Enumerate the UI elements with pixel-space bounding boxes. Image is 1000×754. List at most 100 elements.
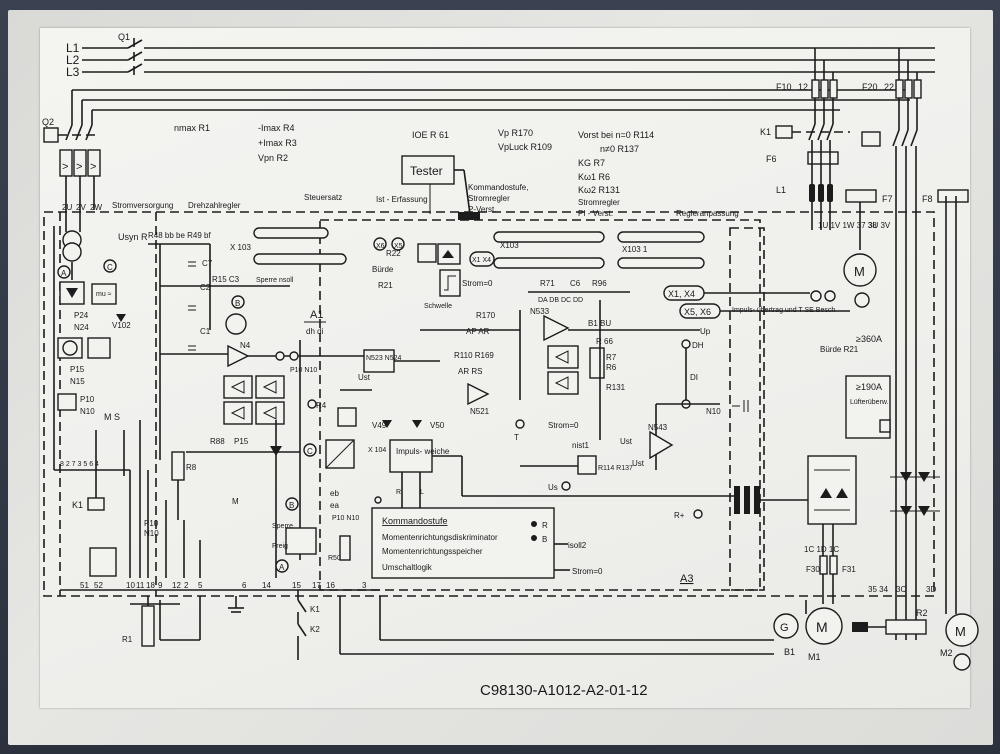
svg-text:A: A [279, 563, 285, 572]
bottom-terminals: 51 52 10 11 18 9 12 2 5 6 14 15 17 16 3 … [60, 581, 774, 660]
v49-label: V49 [372, 421, 387, 430]
us-label: Us [548, 483, 558, 492]
svg-text:C1: C1 [200, 327, 211, 336]
di-label: DI [690, 373, 698, 382]
svg-text:AP AR: AP AR [466, 327, 490, 336]
svg-text:eb: eb [330, 489, 339, 498]
section-stromregler: Stromregler [468, 194, 510, 203]
n24-label: N24 [74, 323, 89, 332]
v50-label: V50 [430, 421, 445, 430]
pot-vorst2: n≠0 R137 [600, 144, 639, 154]
svg-text:1C 1D 1C: 1C 1D 1C [804, 545, 839, 554]
svg-text:M: M [232, 497, 239, 506]
p10-low-label: P10 [144, 519, 159, 528]
up-label: Up [700, 327, 711, 336]
svg-text:X1 X4: X1 X4 [472, 257, 491, 264]
svg-text:P10 N10: P10 N10 [332, 515, 359, 522]
f8-label: F8 [922, 194, 933, 204]
r114-label: R114 R137 [598, 465, 633, 472]
ms-label: M S [104, 412, 120, 422]
p10-label: P10 [80, 395, 95, 404]
power-supply-section: A mu ≈ P24 N24 V102 P15 N15 P10 N10 M S … [53, 210, 148, 577]
svg-text:C7: C7 [202, 259, 213, 268]
pot-vpluck: VpLuck R109 [498, 142, 552, 152]
svg-text:R+: R+ [674, 511, 685, 520]
pot-vorst1: Vorst bei n=0 R114 [578, 130, 654, 140]
svg-text:C: C [107, 263, 113, 272]
pot-nmax: nmax R1 [174, 123, 210, 133]
svg-text:3C: 3C [896, 585, 906, 594]
a3-label: A3 [680, 573, 693, 585]
svg-text:M: M [854, 264, 865, 279]
buerde-label: Bürde R21 [820, 345, 859, 354]
svg-text:R: R [396, 489, 401, 496]
tester-label: Tester [410, 164, 443, 178]
impuls-uebertrag-label: Impuls- übertrag und T SE Besch [732, 307, 835, 314]
svg-text:R 66: R 66 [596, 337, 613, 346]
f6-label: F6 [766, 154, 777, 164]
n533-label: N533 [530, 307, 550, 316]
svg-text:R4: R4 [316, 401, 327, 410]
svg-text:8 2 7 3 5 6 4: 8 2 7 3 5 6 4 [60, 461, 99, 468]
kommandostufe-isoll2: isoll2 [568, 541, 587, 550]
svg-text:M: M [955, 624, 966, 639]
n4-label: N4 [240, 341, 251, 350]
svg-text:Ust: Ust [632, 459, 645, 468]
n10-label: N10 [80, 407, 95, 416]
terminal-12: 12 [172, 581, 181, 590]
svg-text:>: > [62, 161, 68, 173]
svg-text:1U 1V 1W 37 38: 1U 1V 1W 37 38 [818, 221, 877, 230]
strom0-top-label: Strom=0 [462, 279, 493, 288]
r50-label: R50 [328, 555, 341, 562]
svg-text:3D: 3D [926, 585, 936, 594]
svg-text:R7: R7 [606, 353, 617, 362]
pot-kw1: Kω1 R6 [578, 172, 610, 182]
ust-label: Ust [358, 373, 371, 382]
k1-left-label: K1 [72, 500, 83, 510]
impulsweiche-label: Impuls- weiche [396, 447, 450, 456]
sperre-label: Sperre [272, 523, 293, 530]
svg-text:3U 3V: 3U 3V [868, 221, 891, 230]
fuse-f10-label: F10 [776, 82, 792, 92]
terminal-51: 51 [80, 581, 89, 590]
terminal-3: 3 [362, 581, 367, 590]
section-drehzahlregler: Drehzahlregler [188, 201, 241, 210]
section-pi-verst: PI - Verst. [578, 209, 613, 218]
command-stage-block: Kommandostufe Momentenrichtungsdiskrimin… [371, 507, 693, 585]
drawing-number: C98130-A1012-A2-01-12 [480, 682, 648, 699]
gate-control-section: X6 X5 R22 Bürde R21 Schwelle X1 X4 Strom… [272, 237, 734, 573]
terminal-2u: 2U [62, 203, 72, 212]
terminal-52: 52 [94, 581, 103, 590]
svg-text:R110 R169: R110 R169 [454, 351, 494, 360]
terminal-14: 14 [262, 581, 271, 590]
p24-label: P24 [74, 311, 89, 320]
svg-text:B: B [289, 501, 294, 510]
svg-text:R131: R131 [606, 383, 626, 392]
svg-text:ea: ea [330, 501, 339, 510]
a1-label: A1 [310, 309, 323, 321]
section-ist-erfassung: Ist - Erfassung [376, 195, 428, 204]
svg-text:35 34: 35 34 [868, 585, 889, 594]
kommandostufe-line2: Momentenrichtungsspeicher [382, 547, 483, 556]
n523-label: N523 N524 [366, 355, 402, 362]
n543-label: N543 [648, 423, 668, 432]
schwelle-label: Schwelle [424, 303, 452, 310]
pot-kg: KG R7 [578, 158, 605, 168]
terminal-2v: 2V [76, 203, 86, 212]
svg-text:B: B [235, 299, 240, 308]
svg-text:Ust: Ust [620, 437, 633, 446]
tester-block: Tester [401, 155, 480, 220]
r360-label: ≥360A [856, 334, 882, 344]
current-controller-section: R71 C6 R96 DA DB DC DD N533 B1 BU R 66 R… [520, 279, 835, 520]
strom0-mid-label: Strom=0 [548, 421, 579, 430]
kommandostufe-line3: Umschaltlogik [382, 563, 433, 572]
r1-label: R1 [122, 635, 133, 644]
pot-vpn: Vpn R2 [258, 153, 288, 163]
svg-text:R22: R22 [386, 249, 401, 258]
fuse-22-label: 22 [884, 82, 894, 92]
pot-imax-pos: +Imax R3 [258, 138, 297, 148]
pot-kw2: Kω2 R131 [578, 185, 620, 195]
k2-label: K2 [310, 625, 320, 634]
line-l3-label: L3 [66, 65, 80, 79]
